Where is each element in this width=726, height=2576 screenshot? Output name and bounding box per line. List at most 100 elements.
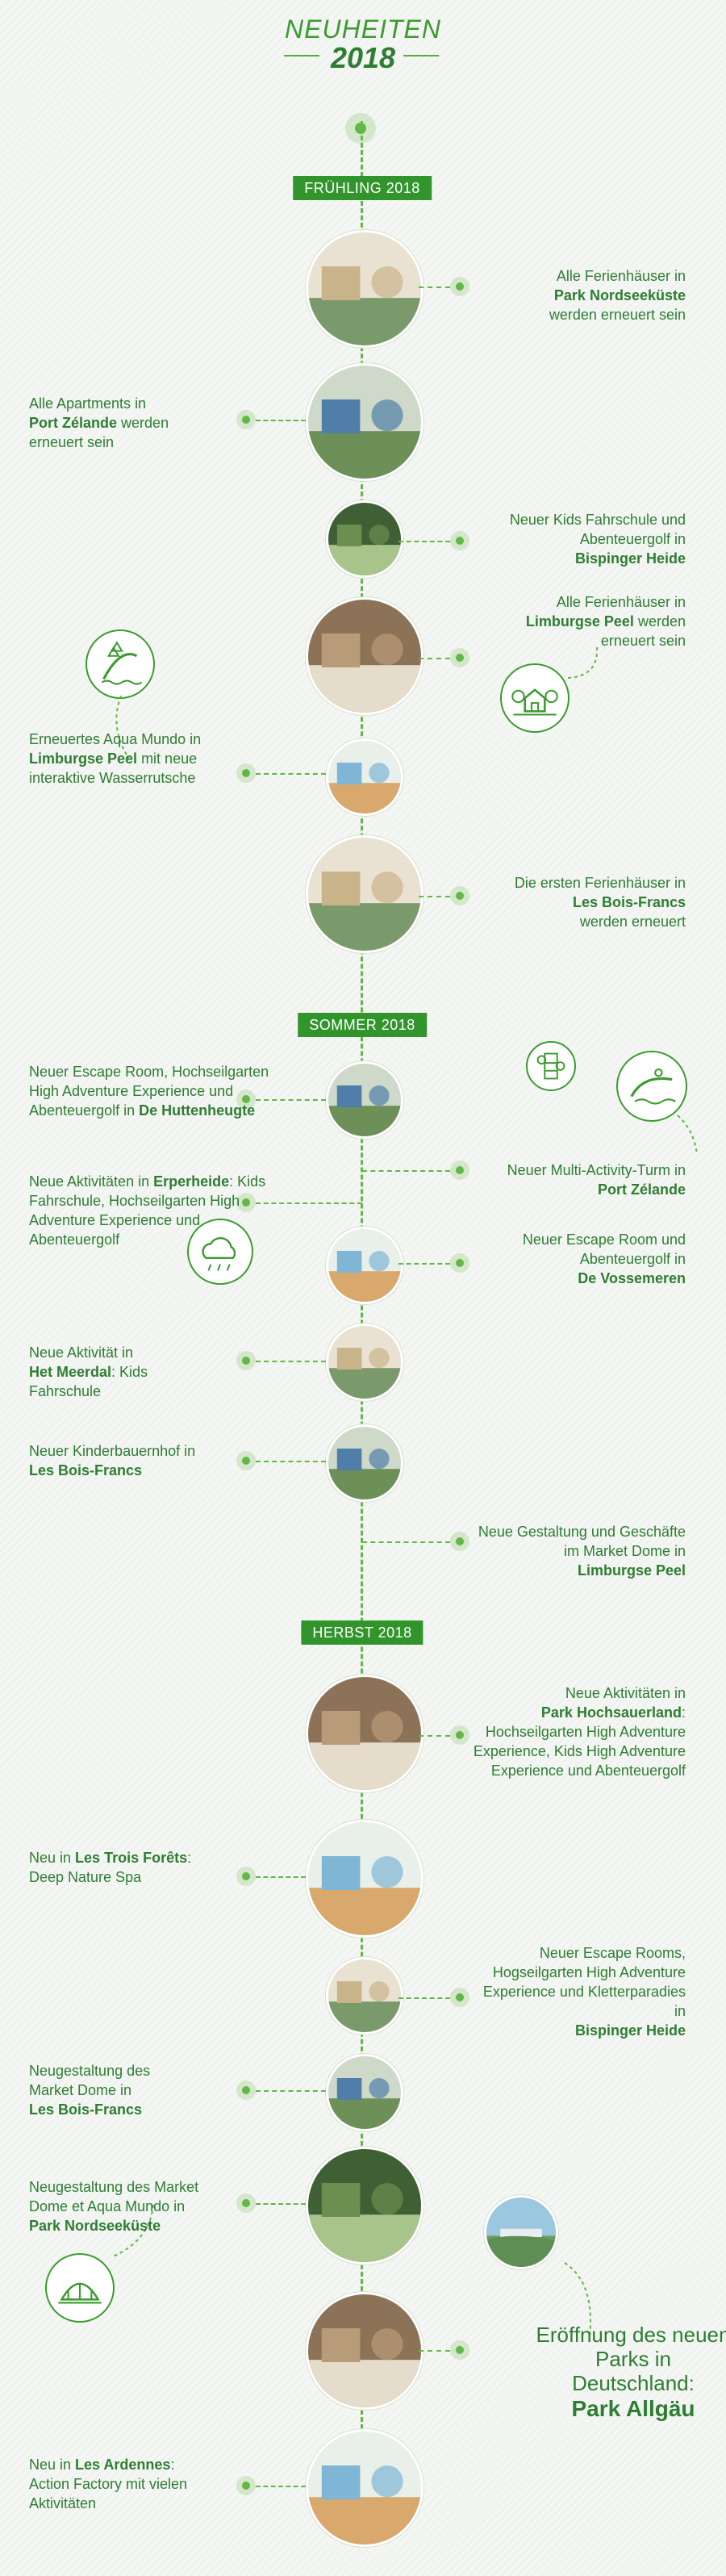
timeline-photo xyxy=(306,230,424,348)
caption-item-2: Alle Apartments in Port Zélande werden e… xyxy=(29,394,215,452)
timeline-connector xyxy=(256,1099,326,1101)
photo-illustration xyxy=(328,503,401,575)
caption-pre: Neuer Escape Room, Hochseilgarten High A… xyxy=(29,1064,269,1119)
caption-item-8: Neuer Multi-Activity-Turm in Port Zéland… xyxy=(468,1160,686,1199)
photo-illustration xyxy=(308,232,421,345)
caption-location: Les Trois Forêts xyxy=(75,1850,188,1866)
caption-item-16: Neuer Escape Rooms, Hogseilgarten High A… xyxy=(476,1943,686,2040)
timeline-marker-dot xyxy=(236,2476,256,2495)
caption-item-6: Die ersten Ferienhäuser in Les Bois-Fran… xyxy=(484,873,686,931)
timeline-photo xyxy=(326,1424,403,1502)
caption-post: : Action Factory mit vielen Aktivitäten xyxy=(29,2457,188,2511)
caption-pre: Neuer Multi-Activity-Turm in xyxy=(507,1162,686,1178)
final-text: Eröffnung des neuen Parks in Deutschland… xyxy=(536,2323,726,2395)
season-spring: FRÜHLING 2018 xyxy=(293,176,432,200)
title-rule-right xyxy=(403,55,439,56)
photo-illustration xyxy=(328,1326,401,1399)
timeline-connector xyxy=(256,2486,306,2487)
caption-item-19: Neu in Les Ardennes: Action Factory mit … xyxy=(29,2455,215,2513)
page-title: NEUHEITEN 2018 xyxy=(266,15,460,75)
timeline-connector xyxy=(256,420,306,421)
timeline-marker-dot xyxy=(450,1160,469,1180)
caption-pre: Erneuertes Aqua Mundo in xyxy=(29,731,202,747)
caption-pre: Neugestaltung des Market Dome in xyxy=(29,2063,151,2098)
timeline-marker-dot xyxy=(450,886,469,905)
timeline-marker-dot xyxy=(236,1193,256,1212)
timeline-photo xyxy=(306,835,424,953)
caption-item-12: Neuer Kinderbauernhof in Les Bois-Francs xyxy=(29,1441,215,1480)
timeline-photo xyxy=(306,363,424,481)
timeline-marker-dot xyxy=(236,410,256,429)
timeline-connector xyxy=(362,1170,450,1172)
timeline-connector xyxy=(419,896,450,897)
badge-curve-2 xyxy=(567,646,599,679)
timeline-connector xyxy=(419,2350,450,2352)
timeline-photo xyxy=(306,2292,424,2410)
timeline-photo xyxy=(326,1957,403,2034)
caption-item-18: Neugestaltung des Market Dome et Aqua Mu… xyxy=(29,2177,239,2235)
timeline-photo xyxy=(306,2147,424,2264)
cloud-sun-badge-icon xyxy=(187,1219,253,1285)
timeline-photo xyxy=(306,597,424,715)
market-dome-badge-icon xyxy=(45,2253,115,2323)
aqua-slide-badge-icon xyxy=(86,629,155,699)
timeline-connector xyxy=(256,1876,306,1878)
timeline-photo xyxy=(326,500,403,578)
photo-illustration xyxy=(308,2432,421,2545)
caption-item-9: Neue Aktivitäten in Erperheide: Kids Fah… xyxy=(29,1172,287,1249)
title-rule-left xyxy=(284,55,319,56)
caption-location: Les Bois-Francs xyxy=(29,2101,143,2118)
caption-pre: Alle Ferienhäuser in xyxy=(556,594,686,610)
caption-post: : Deep Nature Spa xyxy=(29,1850,192,1885)
caption-location: Bispinger Heide xyxy=(574,550,686,567)
timeline-connector xyxy=(256,1202,362,1204)
caption-location: Limburgse Peel xyxy=(525,613,634,629)
badge-curve-5 xyxy=(564,2262,591,2344)
badge-curve-1 xyxy=(115,696,130,759)
timeline-connector xyxy=(256,2203,306,2205)
caption-item-13: Neue Gestaltung und Geschäfte im Market … xyxy=(476,1522,686,1580)
title-year: 2018 xyxy=(330,41,396,74)
caption-pre: Neugestaltung des Market Dome et Aqua Mu… xyxy=(29,2179,199,2214)
season-summer: SOMMER 2018 xyxy=(298,1013,427,1037)
timeline-marker-dot xyxy=(450,2340,469,2360)
photo-illustration xyxy=(328,741,401,813)
timeline-photo xyxy=(326,738,403,816)
timeline-photo xyxy=(306,1820,424,1938)
timeline-connector xyxy=(256,2090,326,2092)
season-autumn: HERBST 2018 xyxy=(301,1620,424,1645)
caption-item-10: Neuer Escape Room und Abenteuergolf in D… xyxy=(492,1230,686,1288)
timeline-marker-dot xyxy=(236,2080,256,2100)
photo-illustration xyxy=(308,838,421,951)
timeline-marker-dot xyxy=(450,1725,469,1745)
photo-illustration xyxy=(328,1064,401,1136)
timeline-marker-dot xyxy=(236,1867,256,1886)
timeline-marker-dot xyxy=(450,531,469,550)
caption-location: De Vossemeren xyxy=(578,1270,686,1286)
timeline-start-dot xyxy=(345,113,376,144)
caption-item-5: Erneuertes Aqua Mundo in Limburgse Peel … xyxy=(29,730,239,788)
timeline-connector xyxy=(256,773,326,775)
timeline-marker-dot xyxy=(236,1451,256,1470)
tower-badge-icon xyxy=(526,1041,576,1091)
caption-pre: Neue Aktivität in xyxy=(29,1344,134,1361)
timeline-connector xyxy=(419,1735,450,1737)
caption-item-3: Neuer Kids Fahrschule und Abenteuergolf … xyxy=(460,510,686,568)
caption-post: werden erneuert xyxy=(579,914,686,930)
caption-location: Bispinger Heide xyxy=(574,2022,686,2039)
caption-item-4: Alle Ferienhäuser in Limburgse Peel werd… xyxy=(468,592,686,650)
timeline-marker-dot xyxy=(236,1351,256,1370)
caption-location: Het Meerdal xyxy=(29,1364,112,1380)
timeline-marker-dot xyxy=(450,1532,469,1551)
caption-post: : Kids Fahrschule, Hochseilgarten High A… xyxy=(29,1173,266,1248)
caption-pre: Neuer Escape Room und Abenteuergolf in xyxy=(522,1232,686,1267)
caption-pre: Neu in xyxy=(29,2457,72,2473)
timeline-spine xyxy=(361,121,363,2502)
caption-location: De Huttenheugte xyxy=(139,1102,256,1119)
timeline-marker-dot xyxy=(236,2193,256,2213)
timeline-photo xyxy=(326,1061,403,1139)
timeline-connector xyxy=(256,1461,326,1462)
caption-location: Limburgse Peel xyxy=(577,1562,686,1579)
photo-illustration xyxy=(328,1959,401,2032)
